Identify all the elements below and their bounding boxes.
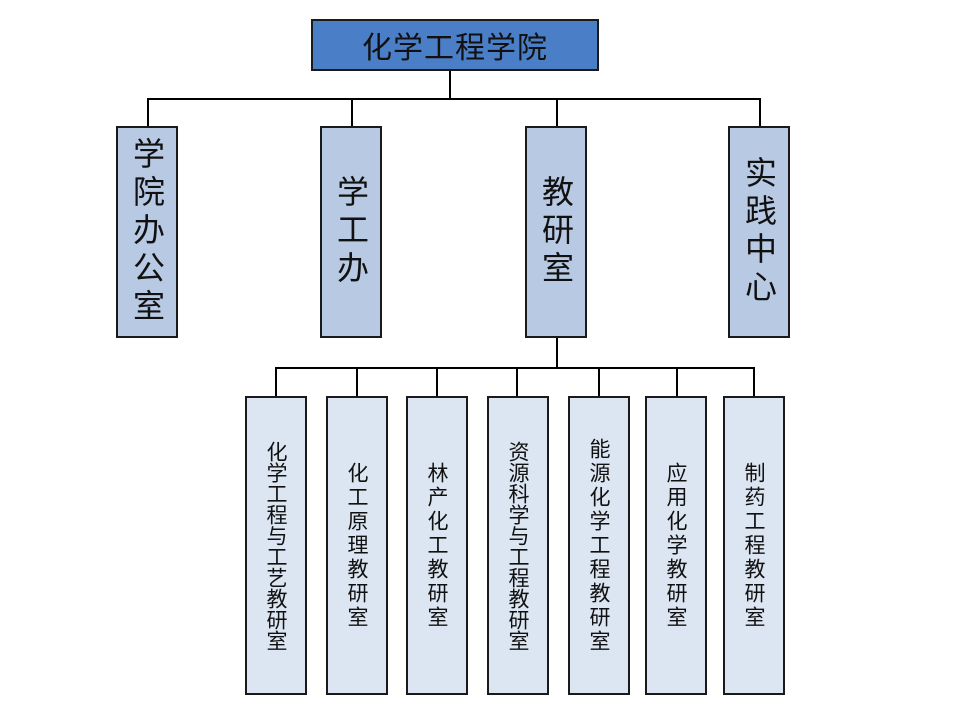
office-node-chemical-principles: 化工原理教研室 bbox=[326, 396, 388, 695]
connector-office-7 bbox=[753, 367, 755, 396]
connector-office-2 bbox=[356, 367, 358, 396]
connector-office-4 bbox=[516, 367, 518, 396]
connector-dept-3 bbox=[556, 98, 558, 126]
department-node-label: 学院办公室 bbox=[128, 137, 166, 327]
connector-office-1 bbox=[275, 367, 277, 396]
department-node-practice-center: 实践中心 bbox=[728, 126, 790, 338]
department-node-label: 教研室 bbox=[537, 175, 575, 289]
department-node-label: 实践中心 bbox=[740, 156, 778, 308]
connector-jiaoyanshi-down bbox=[556, 338, 558, 368]
office-node-energy-chemical: 能源化学工程教研室 bbox=[568, 396, 630, 695]
office-node-applied-chemistry: 应用化学教研室 bbox=[645, 396, 707, 695]
department-node-teaching-research: 教研室 bbox=[525, 126, 587, 338]
connector-root-down bbox=[449, 71, 451, 99]
connector-dept-1 bbox=[147, 98, 149, 126]
connector-office-3 bbox=[436, 367, 438, 396]
office-node-label: 化学工程与工艺教研室 bbox=[264, 440, 288, 651]
office-node-label: 化工原理教研室 bbox=[345, 461, 369, 630]
office-node-label: 制药工程教研室 bbox=[742, 461, 766, 630]
connector-dept-4 bbox=[759, 98, 761, 126]
connector-departments-bar bbox=[147, 98, 761, 100]
department-node-label: 学工办 bbox=[332, 175, 370, 289]
office-node-chemical-engineering-technology: 化学工程与工艺教研室 bbox=[245, 396, 307, 695]
department-node-student-affairs: 学工办 bbox=[320, 126, 382, 338]
office-node-forest-chemical: 林产化工教研室 bbox=[406, 396, 468, 695]
office-node-label: 能源化学工程教研室 bbox=[587, 437, 611, 654]
office-node-pharmaceutical-engineering: 制药工程教研室 bbox=[723, 396, 785, 695]
connector-offices-bar bbox=[275, 367, 755, 369]
office-node-label: 应用化学教研室 bbox=[664, 461, 688, 630]
office-node-label: 资源科学与工程教研室 bbox=[506, 440, 530, 651]
office-node-label: 林产化工教研室 bbox=[425, 461, 449, 630]
root-node-label: 化学工程学院 bbox=[362, 31, 548, 66]
office-node-resource-science: 资源科学与工程教研室 bbox=[487, 396, 549, 695]
connector-dept-2 bbox=[351, 98, 353, 126]
root-node-college: 化学工程学院 bbox=[311, 19, 599, 71]
department-node-office: 学院办公室 bbox=[116, 126, 178, 338]
connector-office-5 bbox=[598, 367, 600, 396]
connector-office-6 bbox=[676, 367, 678, 396]
